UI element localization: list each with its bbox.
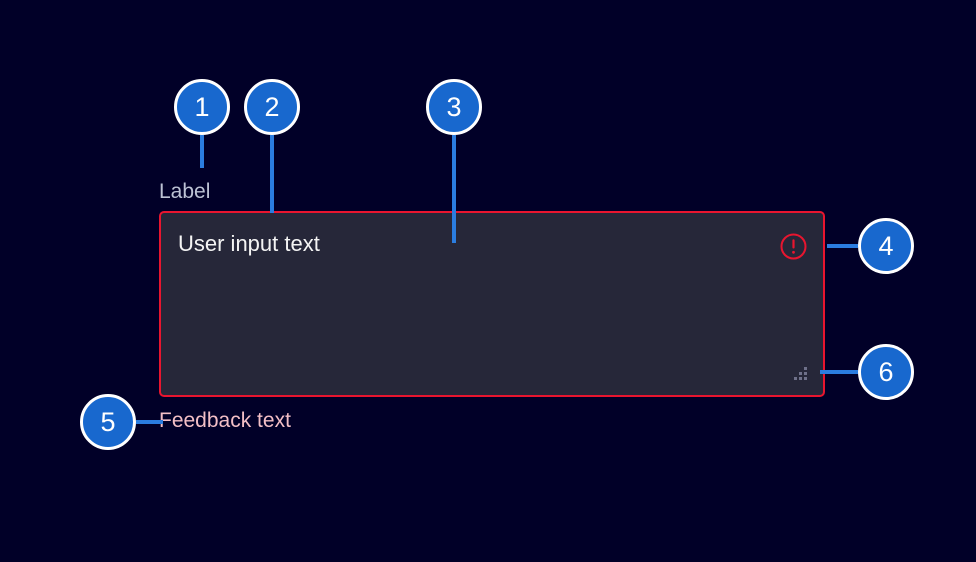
leader-line-3	[452, 135, 456, 243]
textarea-value[interactable]: User input text	[178, 231, 320, 256]
callout-badge-5: 5	[80, 394, 136, 450]
error-circle-icon	[780, 233, 807, 260]
callout-badge-6: 6	[858, 344, 914, 400]
leader-line-1	[200, 135, 204, 168]
field-label: Label	[159, 180, 211, 203]
leader-line-2	[270, 135, 274, 213]
textarea-field[interactable]: User input text	[159, 211, 825, 397]
leader-line-6	[820, 370, 858, 374]
callout-badge-2: 2	[244, 79, 300, 135]
resize-grip-icon[interactable]	[793, 366, 809, 382]
leader-line-5	[136, 420, 163, 424]
leader-line-4	[827, 244, 858, 248]
callout-badge-4: 4	[858, 218, 914, 274]
feedback-text: Feedback text	[159, 409, 291, 432]
callout-badge-3: 3	[426, 79, 482, 135]
callout-badge-1: 1	[174, 79, 230, 135]
